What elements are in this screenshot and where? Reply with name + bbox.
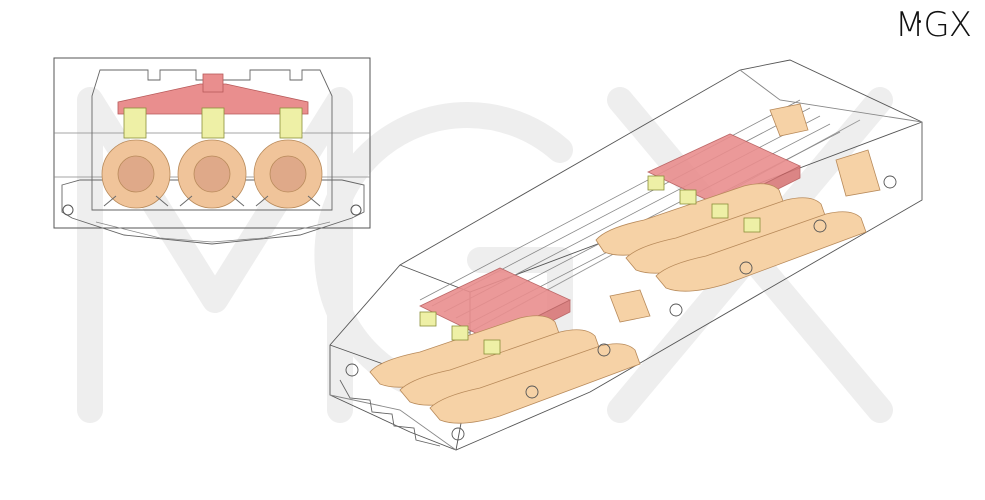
front-clamps: [123, 107, 303, 139]
iso-bomb-rear-right: [655, 211, 867, 292]
iso-clamp-1: [419, 311, 437, 327]
front-frame: [53, 57, 371, 229]
front-section-view: [53, 57, 371, 245]
front-rack-beam: [117, 83, 309, 115]
iso-clamp-2: [451, 325, 469, 341]
iso-clamp-3: [483, 339, 501, 355]
iso-bomb-front-center: [399, 329, 601, 406]
mgx-logo: MGX: [895, 5, 972, 45]
iso-tail-fins: [609, 103, 881, 323]
front-fins: [103, 195, 321, 207]
iso-clamps: [419, 175, 761, 355]
front-left-hinge: [62, 204, 74, 216]
mgx-logo-dot: [918, 20, 921, 23]
front-fuselage-top: [91, 69, 333, 211]
front-bomb-left-cap: [117, 155, 155, 193]
iso-clamp-7: [743, 217, 761, 233]
iso-clamp-4: [647, 175, 665, 191]
iso-clamp-5: [679, 189, 697, 205]
iso-bomb-rear-center: [625, 197, 827, 274]
front-bombs: [101, 139, 323, 209]
front-clamp-center: [201, 107, 225, 139]
iso-clamp-6: [711, 203, 729, 219]
front-fuselage-keel: [95, 221, 331, 243]
iso-bomb-rear-left: [595, 183, 785, 256]
front-bomb-right-cap: [269, 155, 307, 193]
front-clamp-right: [279, 107, 303, 139]
iso-bombs: [369, 183, 867, 424]
front-bomb-center-cap: [193, 155, 231, 193]
front-rack-post: [202, 73, 224, 93]
front-clamp-left: [123, 107, 147, 139]
iso-front-steps: [339, 379, 441, 447]
iso-bomb-front-left: [369, 315, 561, 388]
front-right-hinge: [350, 204, 362, 216]
iso-bomb-front-right: [429, 343, 641, 424]
iso-hinge-eyes: [345, 175, 897, 441]
isometric-bay-view: [329, 59, 923, 451]
